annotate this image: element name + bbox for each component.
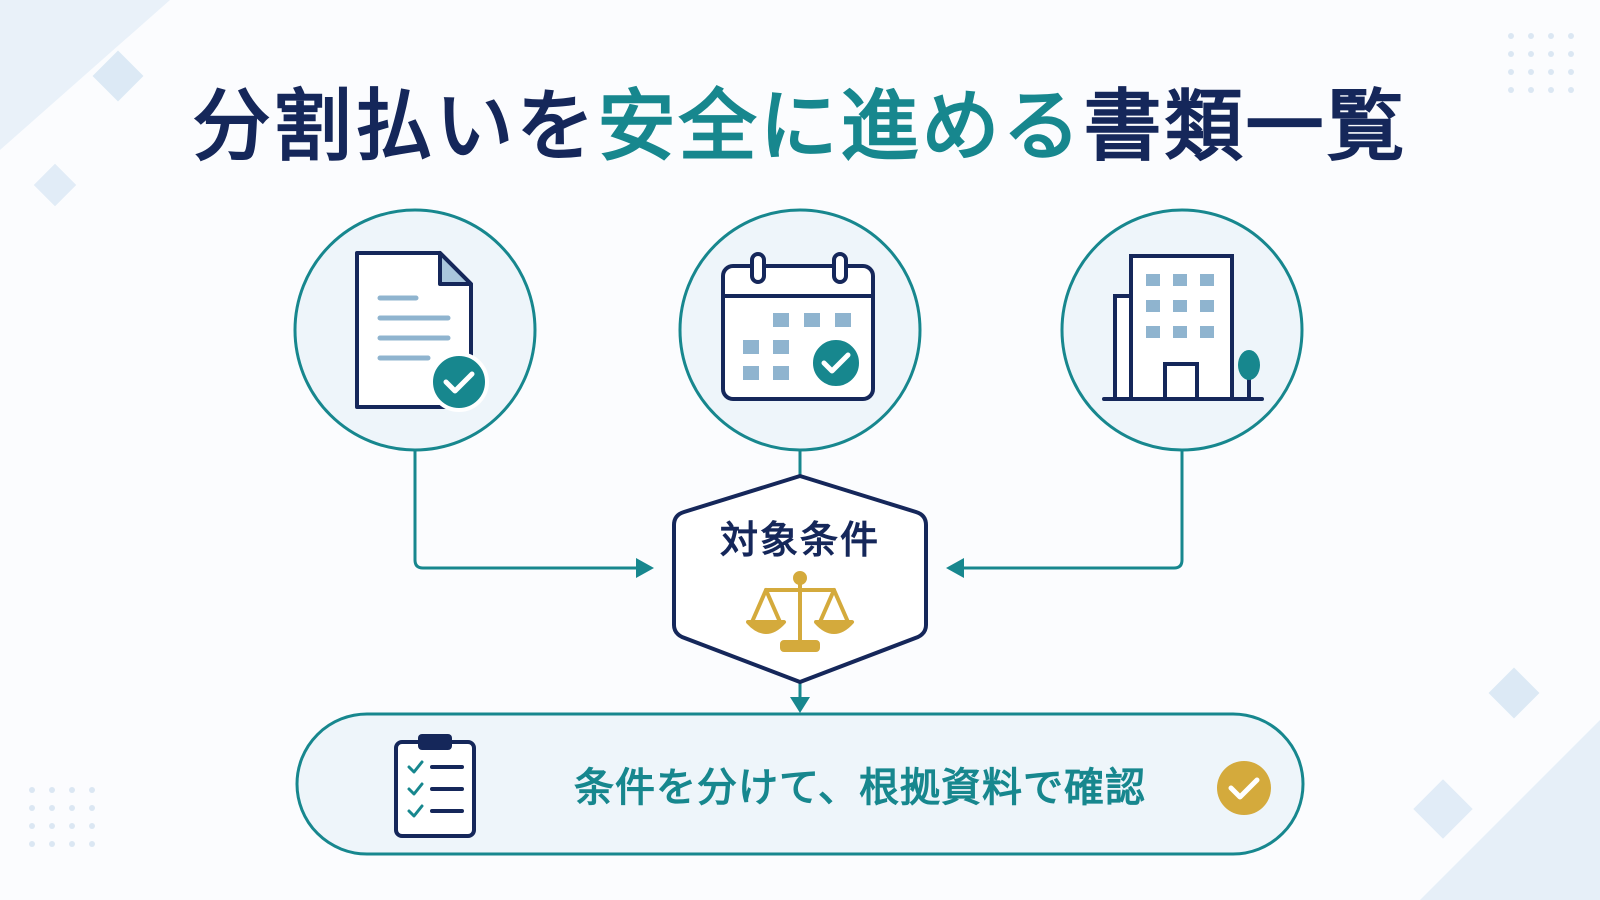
document-check-icon <box>355 251 489 412</box>
scales-icon <box>746 571 854 652</box>
result-label: 条件を分けて、根拠資料で確認 <box>574 765 1146 811</box>
connector-left <box>413 450 640 570</box>
title-part-1: 分割払いを <box>192 82 598 172</box>
center-node <box>672 474 928 684</box>
page-title: 分割払いを安全に進める書類一覧 <box>0 72 1600 182</box>
calendar-check-icon <box>721 252 875 401</box>
input-node-building <box>1060 208 1304 452</box>
center-node-label: 対象条件 <box>719 518 880 562</box>
arrow-into-center-left <box>636 558 654 578</box>
office-building-icon <box>1102 254 1264 401</box>
input-node-calendar <box>678 208 922 452</box>
title-part-3: 書類一覧 <box>1083 82 1408 172</box>
check-circle-icon <box>1217 761 1271 815</box>
clipboard-checklist-icon <box>394 734 476 838</box>
input-node-document <box>293 208 537 452</box>
connector-right <box>960 450 1184 570</box>
result-box <box>295 712 1305 856</box>
arrow-into-center-right <box>946 558 964 578</box>
title-part-2: 安全に進める <box>597 82 1084 172</box>
arrow-down-to-result <box>790 697 810 713</box>
